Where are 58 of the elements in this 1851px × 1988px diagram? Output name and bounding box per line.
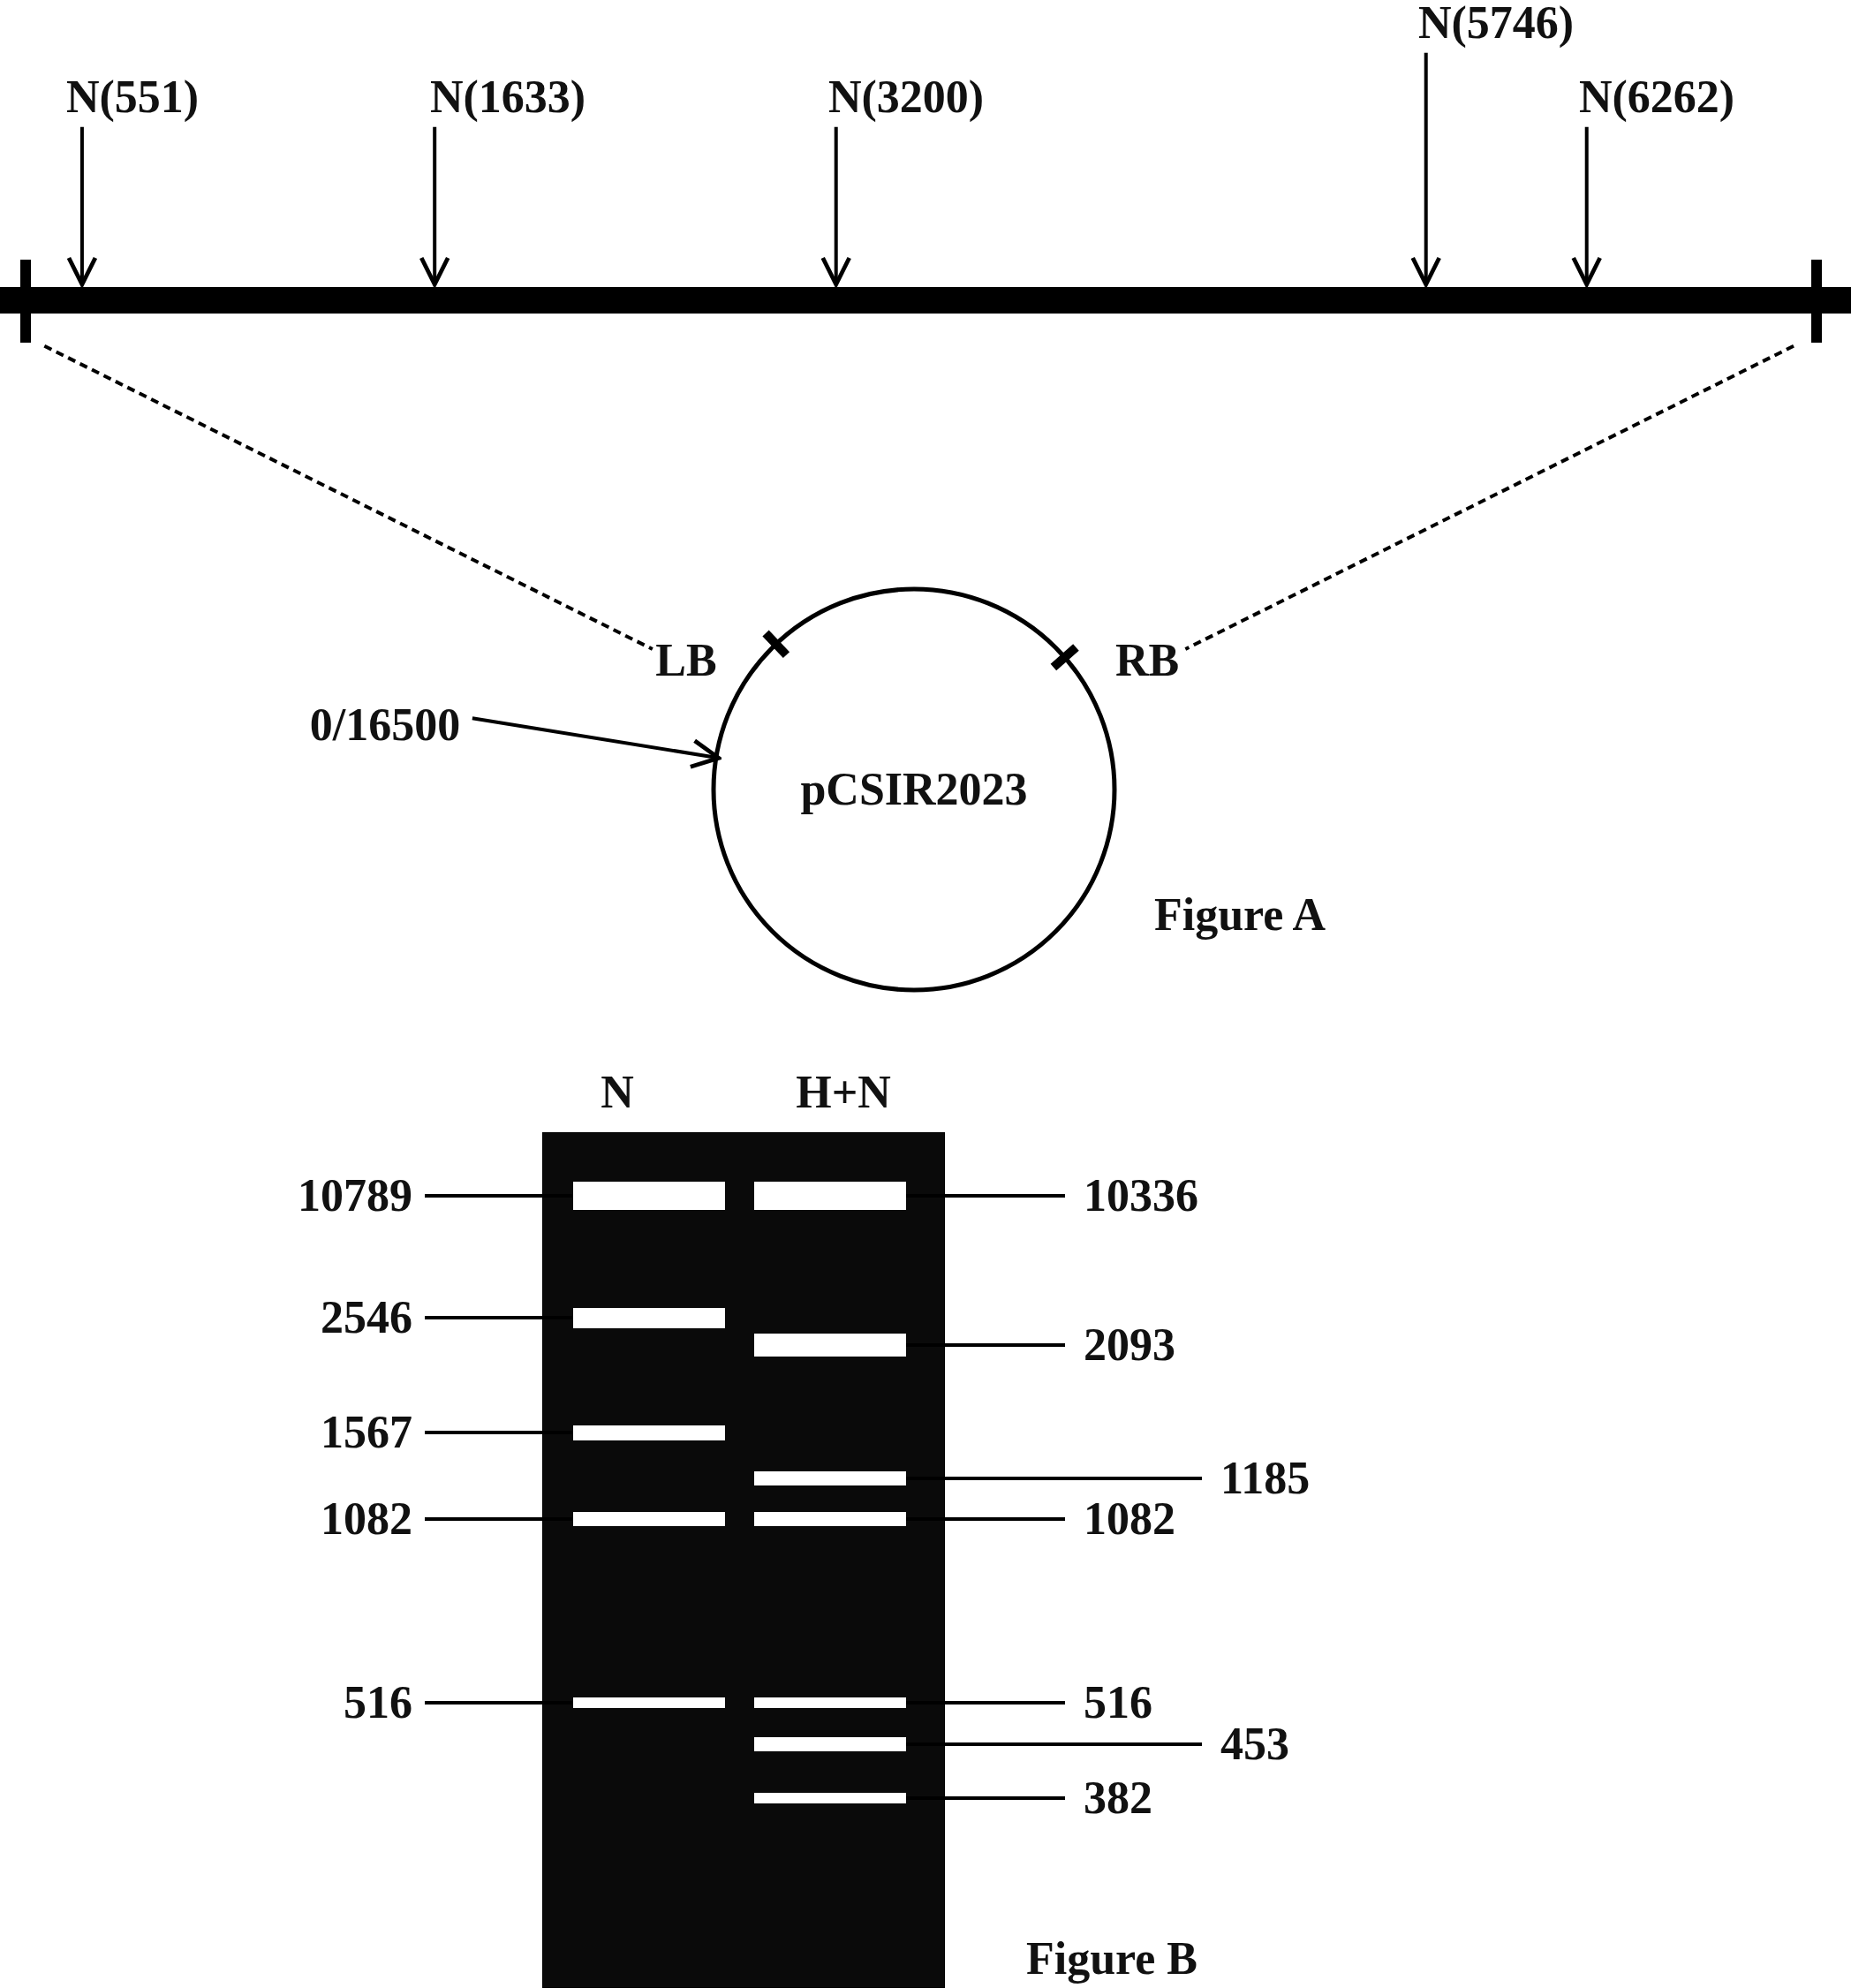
gel-band (573, 1307, 725, 1328)
dashed-line (43, 344, 654, 651)
gel-band (754, 1334, 906, 1357)
position-label: 0/16500 (309, 702, 461, 748)
size-label: 516 (1084, 1680, 1152, 1726)
size-label: 1185 (1220, 1455, 1311, 1501)
dashed-line (1184, 344, 1794, 651)
lane-label: H+N (796, 1070, 891, 1115)
size-label: 516 (344, 1680, 412, 1726)
site-label: N(3200) (827, 74, 985, 120)
border-label: RB (1114, 638, 1180, 684)
size-label: 2093 (1084, 1322, 1175, 1368)
leader-line (906, 1796, 1065, 1800)
size-label: 1567 (321, 1410, 412, 1455)
size-label: 1082 (1084, 1496, 1175, 1542)
gel-band (573, 1512, 725, 1526)
arrow (66, 126, 98, 287)
gel-band (573, 1182, 725, 1210)
leader-line (906, 1742, 1202, 1746)
size-label: 10336 (1084, 1173, 1198, 1219)
gel-band (754, 1182, 906, 1210)
border-label: LB (655, 638, 717, 684)
size-label: 2546 (321, 1295, 412, 1341)
arrow (1410, 52, 1442, 287)
site-label: N(6262) (1578, 74, 1735, 120)
gel-band (754, 1737, 906, 1751)
leader-line (425, 1316, 573, 1319)
arrow (820, 126, 852, 287)
size-label: 453 (1220, 1721, 1289, 1767)
gel-band (754, 1793, 906, 1803)
arrow (472, 716, 722, 769)
figure-label: Figure B (1026, 1936, 1197, 1982)
leader-line (906, 1343, 1065, 1347)
site-label: N(5746) (1417, 0, 1575, 46)
leader-line (906, 1477, 1202, 1480)
site-label: N(551) (65, 74, 200, 120)
arrow (1571, 126, 1603, 287)
leader-line (906, 1701, 1065, 1705)
leader-line (425, 1517, 573, 1521)
gel-band (754, 1512, 906, 1526)
figure-label: Figure A (1154, 892, 1326, 938)
dna-segment-bar (0, 260, 1851, 343)
leader-line (425, 1194, 573, 1198)
leader-line (906, 1194, 1065, 1198)
size-label: 382 (1084, 1775, 1152, 1821)
leader-line (906, 1517, 1065, 1521)
gel (542, 1132, 945, 1988)
lane-label: N (601, 1070, 634, 1115)
leader-line (425, 1431, 573, 1434)
leader-line (425, 1701, 573, 1705)
gel-band (754, 1697, 906, 1708)
arrow (419, 126, 450, 287)
gel-band (754, 1471, 906, 1485)
gel-band (573, 1697, 725, 1708)
size-label: 10789 (298, 1173, 412, 1219)
site-label: N(1633) (429, 74, 586, 120)
size-label: 1082 (321, 1496, 412, 1542)
plasmid-name: pCSIR2023 (800, 767, 1028, 813)
